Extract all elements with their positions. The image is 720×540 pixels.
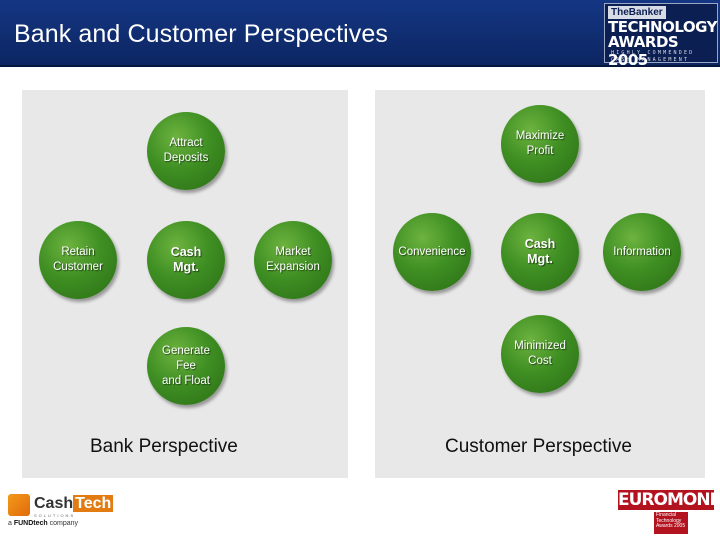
euromoney-award-tag: Financial Technology Awards 2005 (654, 512, 688, 534)
euromoney-wordmark: EUROMONEY (618, 490, 720, 510)
euromoney-awards-logo: EUROMONEY Financial Technology Awards 20… (618, 490, 720, 534)
the-banker-logo: TheBanker (608, 6, 666, 19)
node-label: Retain Customer (53, 246, 103, 273)
fundtech-company-line: a FUNDtech company (8, 520, 79, 527)
node-maximize-profit: Maximize Profit (501, 105, 579, 183)
award-sub-commended: HIGHLY COMMENDED (611, 50, 695, 56)
node-label: Minimized Cost (514, 340, 566, 367)
node-market-expansion: Market Expansion (254, 221, 332, 299)
node-retain-customer: Retain Customer (39, 221, 117, 299)
node-generate-fee-float: Generate Fee and Float (147, 327, 225, 405)
slide-title: Bank and Customer Perspectives (14, 20, 389, 48)
node-minimized-cost: Minimized Cost (501, 315, 579, 393)
node-attract-deposits: Attract Deposits (147, 112, 225, 190)
award-line-year: AWARDS 2005 (608, 33, 679, 69)
node-cash-mgt-bank: Cash Mgt. (147, 221, 225, 299)
award-line-technology: TECHNOLOGY (608, 18, 717, 36)
node-label: Attract Deposits (163, 137, 209, 164)
node-information: Information (603, 213, 681, 291)
bank-perspective-caption: Bank Perspective (90, 436, 238, 457)
node-label: Cash Mgt. (524, 237, 556, 266)
cashtech-mark-icon (8, 494, 30, 516)
title-bar: Bank and Customer Perspectives TheBanker… (0, 0, 720, 69)
node-label: Convenience (398, 245, 466, 258)
technology-awards-badge: TheBanker TECHNOLOGY AWARDS 2005 HIGHLY … (604, 3, 718, 69)
node-label: Cash Mgt. (170, 245, 202, 274)
node-label: Market Expansion (266, 246, 320, 273)
node-convenience: Convenience (393, 213, 471, 291)
node-label: Information (613, 245, 671, 258)
cashtech-tagline: SOLUTIONS (34, 513, 76, 518)
node-cash-mgt-customer: Cash Mgt. (501, 213, 579, 291)
node-label: Generate Fee and Float (162, 344, 210, 387)
award-sub-category: CASH MANAGEMENT (611, 57, 690, 63)
node-label: Maximize Profit (515, 130, 565, 157)
customer-perspective-caption: Customer Perspective (445, 436, 632, 457)
